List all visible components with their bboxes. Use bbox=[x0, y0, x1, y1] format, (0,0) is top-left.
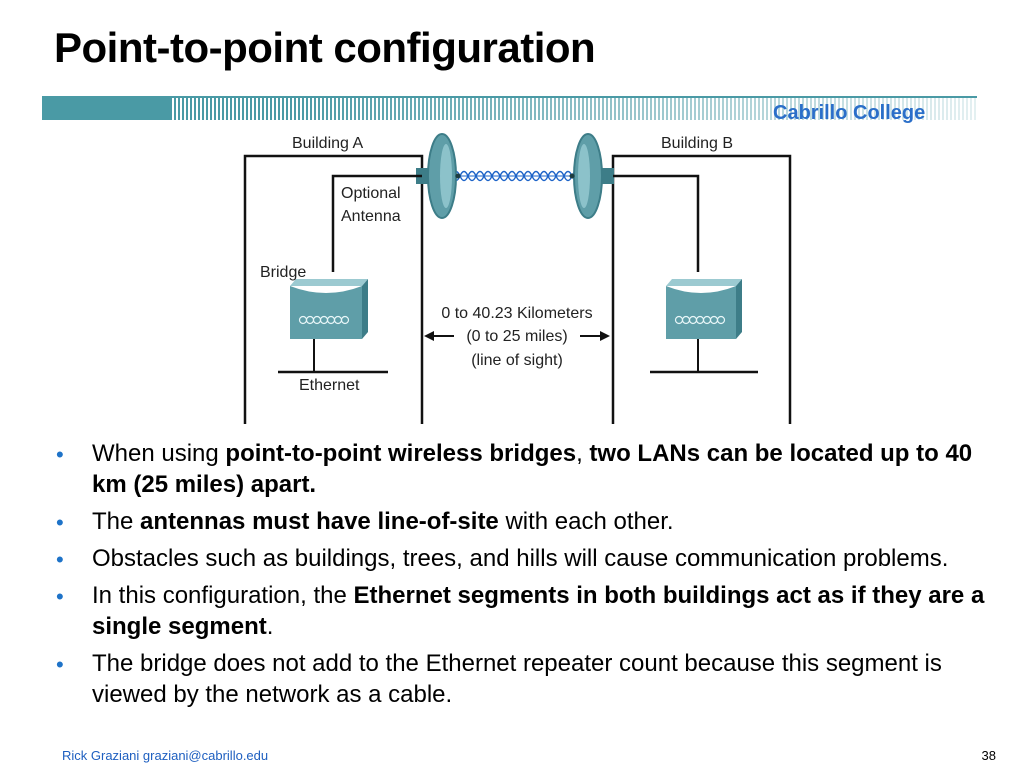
building-a bbox=[243, 154, 424, 424]
wireless-signal-icon bbox=[442, 170, 588, 182]
bullet-dot-icon: • bbox=[56, 442, 64, 467]
bullet-dot-icon: • bbox=[56, 547, 64, 572]
right-bridge-icon bbox=[666, 279, 742, 339]
bullet-item: • The bridge does not add to the Etherne… bbox=[56, 650, 942, 708]
building-b-label: Building B bbox=[661, 135, 733, 152]
right-dish-antenna-icon bbox=[569, 133, 614, 219]
ethernet-label: Ethernet bbox=[299, 377, 360, 394]
bullet-item: • The antennas must have line-of-site wi… bbox=[56, 506, 996, 537]
slide-title: Point-to-point configuration bbox=[54, 24, 596, 71]
building-b bbox=[611, 154, 792, 424]
optional-antenna-label-line1: Optional bbox=[341, 185, 401, 202]
left-dish-antenna-icon bbox=[416, 133, 461, 219]
header-banner bbox=[42, 96, 977, 120]
building-a-label: Building A bbox=[292, 135, 363, 152]
bullet-item: • When using point-to-point wireless bri… bbox=[56, 440, 973, 498]
page-number: 38 bbox=[981, 748, 996, 763]
college-logo-text: Cabrillo College bbox=[773, 102, 926, 124]
left-bridge-icon bbox=[290, 279, 368, 339]
distance-label-line3: (line of sight) bbox=[471, 352, 563, 369]
footer-author: Rick Graziani graziani@cabrillo.edu bbox=[62, 748, 269, 763]
bridge-label: Bridge bbox=[260, 264, 306, 281]
bullet-dot-icon: • bbox=[56, 584, 64, 609]
optional-antenna-label-line2: Antenna bbox=[341, 208, 401, 225]
distance-label-line1: 0 to 40.23 Kilometers bbox=[441, 305, 592, 322]
bullet-list: • When using point-to-point wireless bri… bbox=[56, 438, 996, 716]
bullet-item: • Obstacles such as buildings, trees, an… bbox=[56, 543, 996, 574]
distance-arrow-icon bbox=[424, 331, 610, 341]
bullet-item: • In this configuration, the Ethernet se… bbox=[56, 582, 985, 640]
network-diagram: Building A Building B Optional Antenna B… bbox=[243, 133, 792, 424]
bullet-dot-icon: • bbox=[56, 652, 64, 677]
distance-label-line2: (0 to 25 miles) bbox=[466, 328, 567, 345]
bullet-dot-icon: • bbox=[56, 510, 64, 535]
